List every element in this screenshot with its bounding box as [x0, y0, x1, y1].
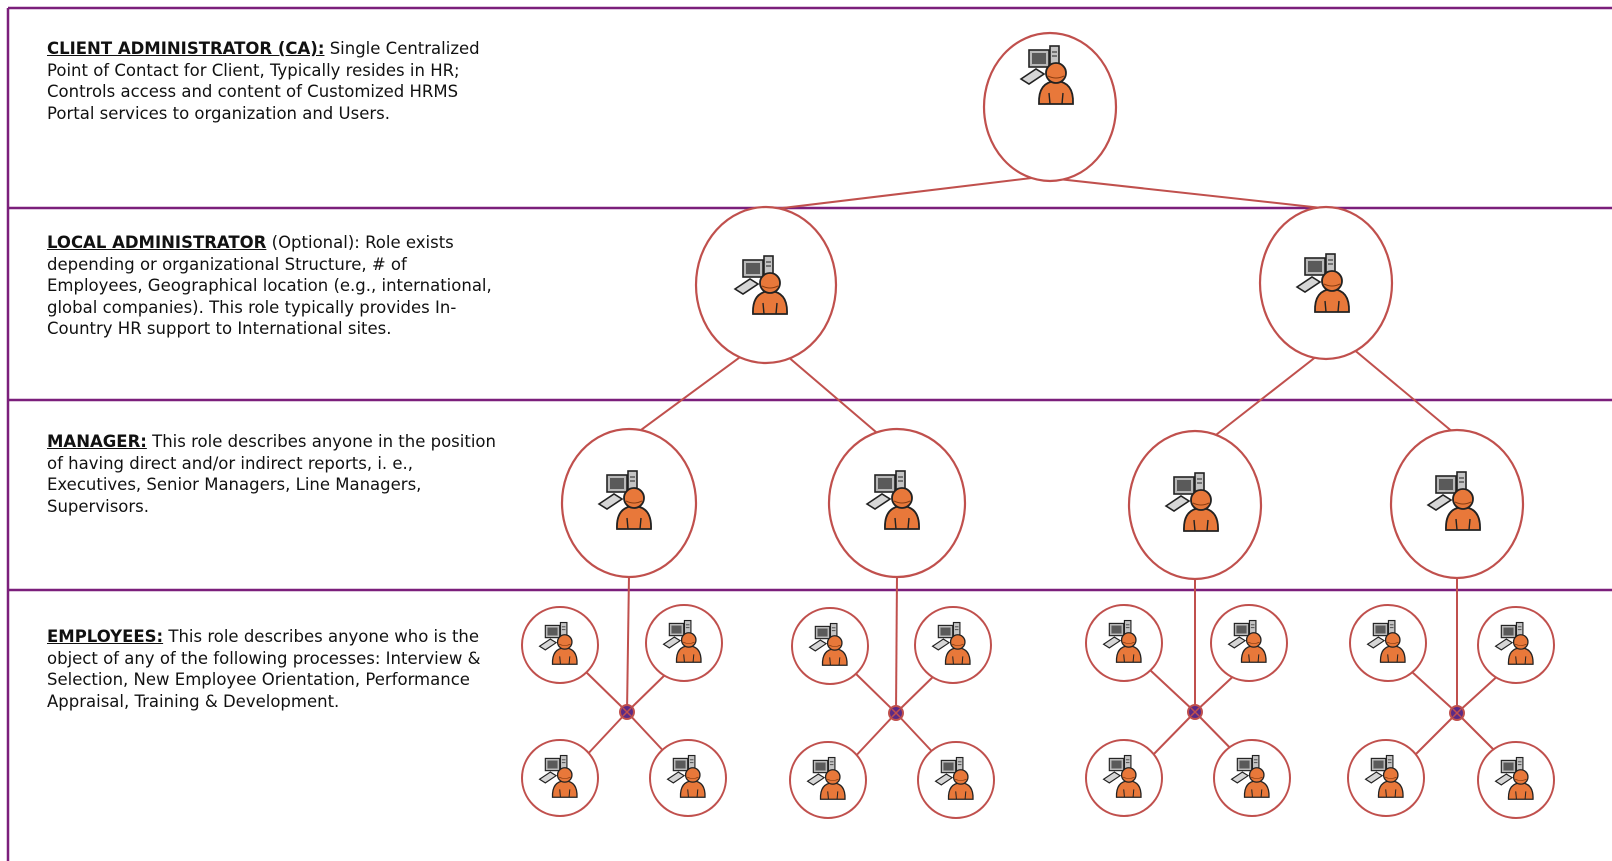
junction-x-icon	[1187, 704, 1203, 720]
band-borders	[6, 6, 1612, 861]
junction-x-icon	[619, 704, 635, 720]
junction-x-icon	[888, 705, 904, 721]
employees-heading: EMPLOYEES:	[47, 627, 164, 646]
manager-node	[1389, 428, 1525, 580]
employee-node	[1210, 604, 1288, 682]
employee-node	[791, 607, 869, 685]
local-administrator-body: : Role exists depending or organizationa…	[47, 233, 492, 338]
client-administrator-heading: CLIENT ADMINISTRATOR (CA):	[47, 39, 325, 58]
employee-node	[645, 604, 723, 682]
employee-node	[649, 739, 727, 817]
local-administrator-heading: LOCAL ADMINISTRATOR	[47, 233, 267, 252]
employee-node	[914, 606, 992, 684]
employee-node	[1477, 606, 1555, 684]
local-administrator-node	[1258, 205, 1394, 361]
client-administrator-node	[982, 31, 1118, 183]
employee-node	[1213, 739, 1291, 817]
employee-node	[1085, 604, 1163, 682]
employee-node	[521, 606, 599, 684]
manager-heading: MANAGER:	[47, 432, 147, 451]
local-administrator-node	[694, 205, 838, 365]
manager-node	[560, 427, 698, 579]
employee-node	[1349, 604, 1427, 682]
manager-body: This role describes anyone in the positi…	[47, 432, 496, 516]
employee-node	[521, 739, 599, 817]
client-administrator-body: Single Centralized Point of Contact for …	[47, 39, 480, 123]
local-administrator-qualifier: (Optional)	[266, 233, 355, 252]
junction-hubs	[619, 704, 1465, 721]
employee-node	[1347, 739, 1425, 817]
manager-node	[827, 427, 967, 579]
client-administrator-description: CLIENT ADMINISTRATOR (CA): Single Centra…	[47, 38, 507, 124]
junction-x-icon	[1449, 705, 1465, 721]
employees-body: This role describes anyone who is the ob…	[47, 627, 481, 711]
manager-node	[1127, 429, 1263, 581]
employee-node	[1085, 739, 1163, 817]
employee-node	[917, 741, 995, 819]
employees-description: EMPLOYEES: This role describes anyone wh…	[47, 626, 507, 712]
local-administrator-description: LOCAL ADMINISTRATOR (Optional): Role exi…	[47, 232, 507, 340]
employee-node	[789, 741, 867, 819]
employee-node	[1477, 741, 1555, 819]
manager-description: MANAGER: This role describes anyone in t…	[47, 431, 507, 517]
